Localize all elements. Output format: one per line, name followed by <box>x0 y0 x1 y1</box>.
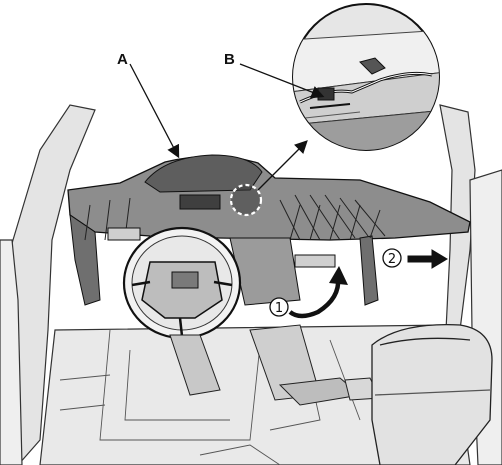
dashboard-body <box>67 155 471 241</box>
passenger-seat <box>371 324 493 465</box>
rotate-arrow-icon <box>288 277 341 319</box>
leader-lines <box>129 63 325 191</box>
label-a: A <box>117 51 128 68</box>
pull-arrow-icon <box>407 249 448 269</box>
dashed-circle-icon <box>229 183 263 217</box>
instrument-hood <box>144 154 263 193</box>
leader-arrow-icon <box>257 140 308 191</box>
dashboard-frame <box>69 213 379 306</box>
center-stack <box>229 237 301 306</box>
step-2-number: 2 <box>388 252 396 267</box>
label-b: B <box>224 51 235 68</box>
step-1-number: 1 <box>275 301 283 316</box>
right-vent <box>294 254 336 268</box>
center-vent <box>179 194 221 210</box>
steering-wheel <box>122 226 242 340</box>
rotate-arrow-icon <box>329 266 348 285</box>
steering-column <box>169 334 221 396</box>
dashboard-assembly <box>67 154 471 306</box>
detail-view <box>292 3 440 151</box>
step-1-marker: 1 <box>269 297 289 317</box>
left-vent <box>107 227 141 241</box>
steering-hub <box>141 261 223 319</box>
leader-arrow-icon <box>129 63 180 159</box>
step-2-marker: 2 <box>382 248 402 268</box>
leader-arrow-icon <box>239 63 325 99</box>
